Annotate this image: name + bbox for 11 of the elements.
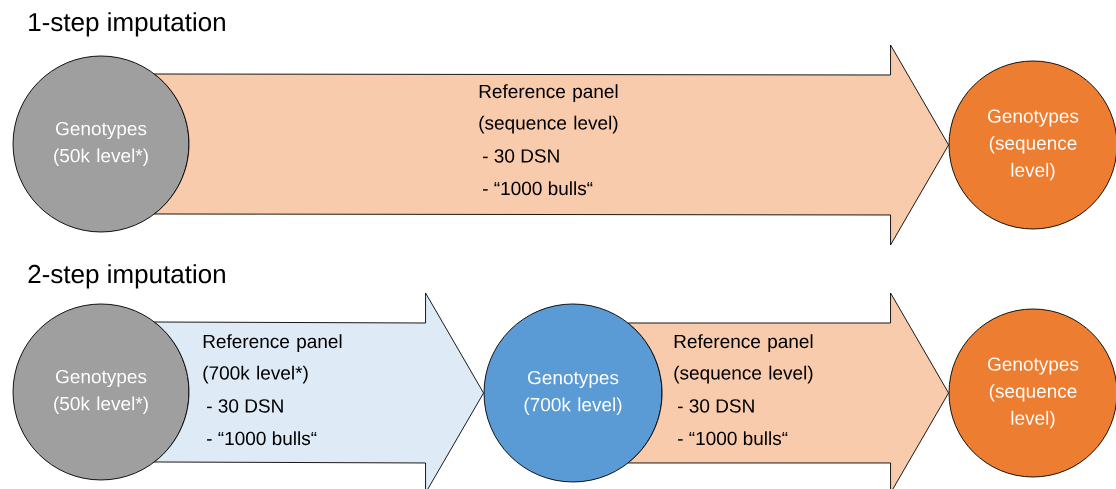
block-arrow [627, 292, 949, 489]
edge-label: Reference panel (700k level*) [203, 334, 342, 384]
section-heading: 2-step imputation [28, 264, 225, 289]
block-arrow [153, 44, 949, 246]
edge-label: Reference panel (sequence level) [479, 84, 618, 134]
list-item: - “1000 bulls“ [483, 181, 593, 196]
edge-label: Reference panel (sequence level) [674, 334, 813, 384]
list-item: - 30 DSN [207, 399, 283, 413]
list-item: - “1000 bulls“ [207, 431, 317, 446]
block-arrow [153, 292, 484, 489]
list-item: - 30 DSN [483, 149, 559, 163]
